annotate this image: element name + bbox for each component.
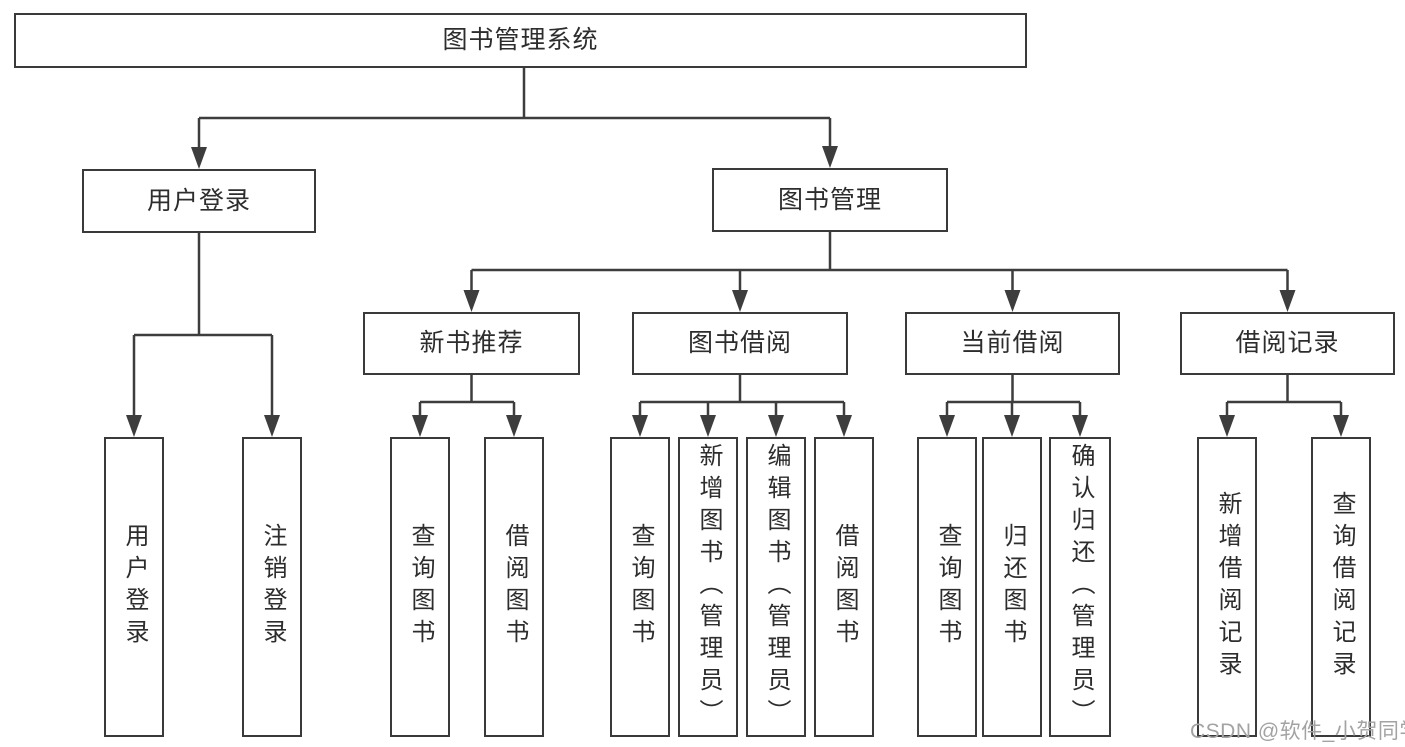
node-label: 新书推荐 bbox=[419, 329, 524, 357]
leaf-logout: 注销登录 bbox=[242, 437, 302, 737]
leaf-cb-query-books: 查询图书 bbox=[917, 437, 977, 737]
node-label: 编辑图书（管理员） bbox=[763, 443, 790, 731]
leaf-nbr-query-books: 查询图书 bbox=[390, 437, 450, 737]
node-label: 借阅图书 bbox=[831, 523, 858, 651]
node-label: 查询借阅记录 bbox=[1328, 491, 1355, 683]
leaf-cb-return-books: 归还图书 bbox=[982, 437, 1042, 737]
node-label: 归还图书 bbox=[999, 523, 1026, 651]
leaf-nbr-borrow-books: 借阅图书 bbox=[484, 437, 544, 737]
node-new-book-recommendation: 新书推荐 bbox=[363, 312, 580, 375]
leaf-br-add-borrow-record: 新增借阅记录 bbox=[1197, 437, 1257, 737]
leaf-bb-add-book-admin: 新增图书（管理员） bbox=[678, 437, 738, 737]
node-label: 用户登录 bbox=[121, 523, 148, 651]
node-label: 借阅图书 bbox=[501, 523, 528, 651]
node-label: 查询图书 bbox=[627, 523, 654, 651]
node-label: 新增图书（管理员） bbox=[695, 443, 722, 731]
node-borrowing-records: 借阅记录 bbox=[1180, 312, 1395, 375]
node-label: 新增借阅记录 bbox=[1214, 491, 1241, 683]
node-label: 图书管理 bbox=[777, 185, 882, 214]
node-label: 用户登录 bbox=[146, 186, 251, 215]
node-library-management-system: 图书管理系统 bbox=[14, 13, 1027, 68]
node-label: 查询图书 bbox=[934, 523, 961, 651]
leaf-bb-query-books: 查询图书 bbox=[610, 437, 670, 737]
node-label: 图书管理系统 bbox=[442, 26, 599, 54]
node-label: 注销登录 bbox=[259, 523, 286, 651]
leaf-bb-edit-book-admin: 编辑图书（管理员） bbox=[746, 437, 806, 737]
node-book-management: 图书管理 bbox=[712, 168, 948, 232]
node-label: 当前借阅 bbox=[960, 329, 1065, 357]
leaf-cb-confirm-return-admin: 确认归还（管理员） bbox=[1049, 437, 1111, 737]
node-label: 借阅记录 bbox=[1235, 329, 1340, 357]
node-current-borrowing: 当前借阅 bbox=[905, 312, 1120, 375]
leaf-br-query-borrow-record: 查询借阅记录 bbox=[1311, 437, 1371, 737]
node-user-login: 用户登录 bbox=[82, 169, 316, 233]
leaf-bb-borrow-books: 借阅图书 bbox=[814, 437, 874, 737]
node-book-borrowing: 图书借阅 bbox=[632, 312, 848, 375]
node-label: 确认归还（管理员） bbox=[1067, 443, 1094, 731]
watermark: CSDN @软件_小贺同学 bbox=[1190, 720, 1405, 743]
leaf-user-login: 用户登录 bbox=[104, 437, 164, 737]
node-label: 查询图书 bbox=[407, 523, 434, 651]
node-label: 图书借阅 bbox=[687, 329, 792, 357]
